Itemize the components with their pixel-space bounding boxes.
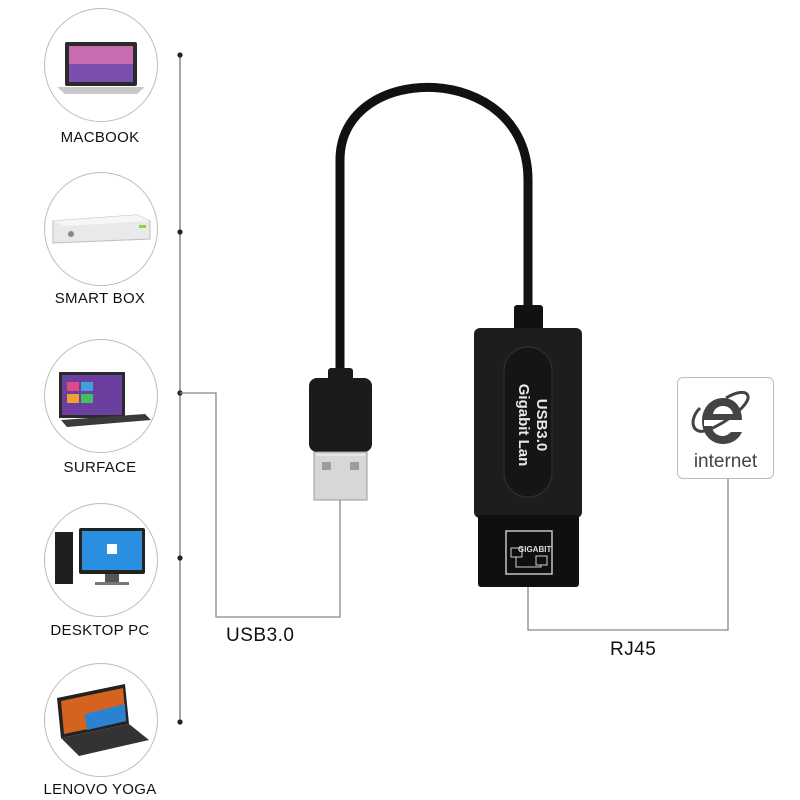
- adapter-printed-label: USB3.0 Gigabit Lan: [514, 370, 550, 480]
- device-image: [44, 503, 158, 617]
- desktop-pc-icon: [55, 528, 145, 585]
- device-image: [44, 663, 158, 777]
- internet-label: internet: [693, 451, 758, 472]
- adapter-line2: Gigabit Lan: [515, 383, 532, 467]
- usb-cable: [335, 82, 533, 385]
- bus-dot: [177, 555, 183, 561]
- device-label: SURFACE: [63, 459, 137, 476]
- usb-hole: [322, 462, 331, 470]
- rj45-label: RJ45: [610, 639, 657, 660]
- internet-explorer-icon: [691, 390, 750, 444]
- bus-dot: [177, 719, 183, 725]
- usb-metal-shell: [313, 451, 368, 501]
- usb-label: USB3.0: [226, 625, 295, 646]
- bus-dot: [177, 52, 183, 58]
- convertible-laptop-icon: [57, 684, 149, 756]
- device-image: [44, 8, 158, 122]
- usb-hole: [350, 462, 359, 470]
- device-label: LENOVO YOGA: [43, 781, 157, 798]
- tablet-icon: [59, 372, 151, 427]
- rj45-connection-line: [527, 478, 729, 631]
- device-image: [44, 339, 158, 453]
- device-label: MACBOOK: [60, 129, 140, 146]
- internet-box: internet: [677, 377, 774, 479]
- network-port-icon: [505, 530, 553, 575]
- device-image: [44, 172, 158, 286]
- set-top-box-icon: [52, 214, 151, 244]
- adapter-label-pill: [503, 346, 553, 498]
- device-label: DESKTOP PC: [50, 622, 150, 639]
- device-label: SMART BOX: [54, 290, 146, 307]
- bus-dot: [177, 229, 183, 235]
- port-label: GIGABIT: [518, 545, 552, 554]
- adapter-line1: USB3.0: [533, 398, 550, 452]
- adapter-neck: [514, 305, 543, 335]
- rj45-housing: [478, 515, 579, 587]
- laptop-icon: [57, 42, 145, 94]
- usb-connection-line: [180, 392, 341, 618]
- usb-plug-body: [309, 378, 372, 452]
